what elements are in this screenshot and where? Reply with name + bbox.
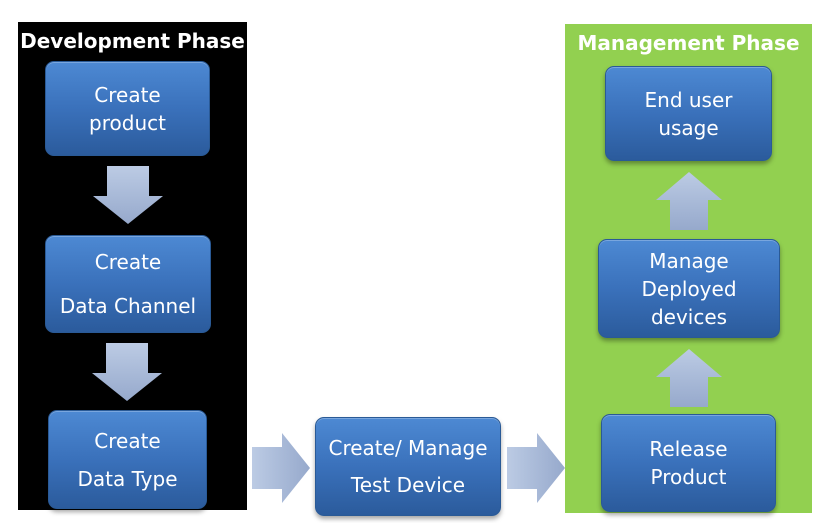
arrow-right-icon — [252, 433, 310, 503]
step-end-user-usage: End user usage — [605, 66, 772, 161]
step-label-line: Data Channel — [59, 294, 197, 318]
step-label-line: Data Type — [77, 466, 178, 491]
step-label-line: End user — [644, 87, 733, 112]
step-label-line: Create/ Manage — [328, 436, 488, 460]
arrow-down-icon — [92, 343, 162, 401]
development-phase-title: Development Phase — [20, 29, 245, 53]
step-label-line: Release — [649, 437, 728, 461]
step-manage-deployed-devices: Manage Deployed devices — [598, 239, 780, 338]
step-label-line: Manage — [649, 248, 729, 273]
arrow-down-icon — [93, 166, 163, 224]
management-phase-title: Management Phase — [577, 31, 800, 55]
arrow-right-icon — [507, 433, 565, 503]
step-create-product: Create product — [45, 61, 210, 156]
arrow-up-icon — [656, 172, 722, 230]
step-label-line: Test Device — [350, 473, 466, 497]
step-label-line: product — [89, 110, 166, 135]
step-label-line: Create — [94, 428, 161, 453]
step-label-line: Deployed — [641, 276, 737, 301]
step-label-line: devices — [650, 304, 728, 329]
step-label-line: Product — [650, 465, 727, 489]
step-create-data-type: Create Data Type — [48, 410, 207, 509]
step-label-line: usage — [658, 115, 719, 140]
arrow-up-icon — [656, 349, 722, 407]
step-label-line: Create — [94, 250, 162, 274]
step-create-data-channel: Create Data Channel — [45, 235, 211, 333]
step-create-manage-test-device: Create/ Manage Test Device — [315, 417, 501, 516]
step-label-line: Create — [94, 82, 161, 107]
step-release-product: Release Product — [601, 414, 776, 512]
